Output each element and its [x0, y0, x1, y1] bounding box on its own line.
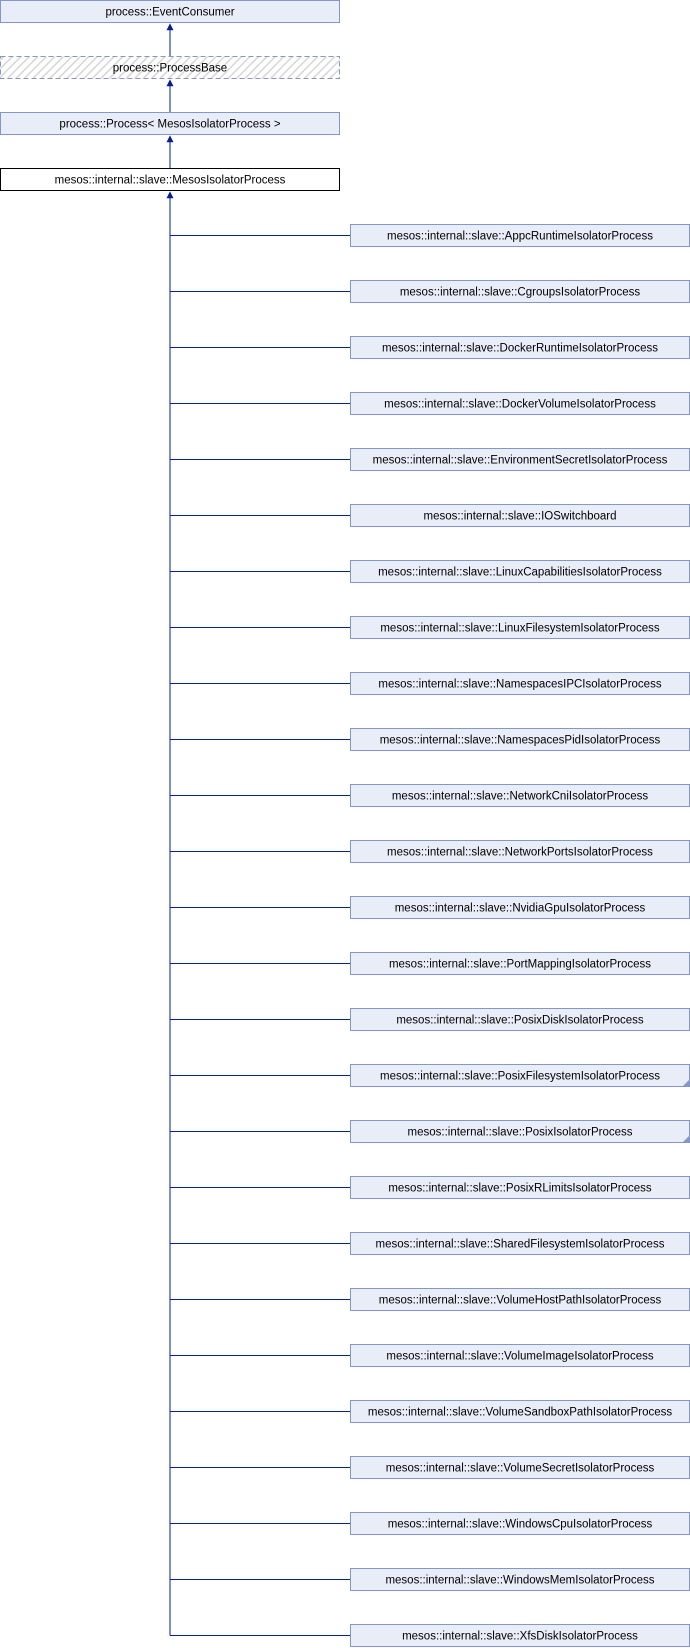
derived-node-label: mesos::internal::slave::WindowsMemIsolat… [385, 1575, 654, 1587]
derived-node-label: mesos::internal::slave::NetworkPortsIsol… [387, 847, 653, 859]
derived-node-label: mesos::internal::slave::NetworkCniIsolat… [392, 791, 649, 803]
derived-node[interactable]: mesos::internal::slave::EnvironmentSecre… [350, 448, 690, 471]
derived-node[interactable]: mesos::internal::slave::AppcRuntimeIsola… [350, 224, 690, 247]
derived-node-label: mesos::internal::slave::PosixFilesystemI… [380, 1071, 660, 1083]
node-process-base-label: process::ProcessBase [113, 63, 227, 75]
derived-classes: mesos::internal::slave::AppcRuntimeIsola… [350, 224, 690, 1647]
derived-node[interactable]: mesos::internal::slave::PortMappingIsola… [350, 952, 690, 975]
derived-node-label: mesos::internal::slave::VolumeSandboxPat… [368, 1407, 673, 1419]
derived-node-label: mesos::internal::slave::PortMappingIsola… [389, 959, 651, 971]
derived-node[interactable]: mesos::internal::slave::VolumeImageIsola… [350, 1344, 690, 1367]
derived-node-label: mesos::internal::slave::CgroupsIsolatorP… [400, 287, 641, 299]
derived-node-label: mesos::internal::slave::DockerVolumeIsol… [384, 399, 656, 411]
node-mesos-isolator-process-label: mesos::internal::slave::MesosIsolatorPro… [55, 175, 286, 187]
derived-node[interactable]: mesos::internal::slave::NamespacesPidIso… [350, 728, 690, 751]
derived-node-label: mesos::internal::slave::PosixRLimitsIsol… [388, 1183, 652, 1195]
node-event-consumer-label: process::EventConsumer [105, 7, 234, 19]
node-process-template[interactable]: process::Process< MesosIsolatorProcess > [0, 112, 340, 135]
derived-node-label: mesos::internal::slave::NamespacesPidIso… [380, 735, 661, 747]
derived-node-label: mesos::internal::slave::AppcRuntimeIsola… [387, 231, 653, 243]
derived-node[interactable]: mesos::internal::slave::SharedFilesystem… [350, 1232, 690, 1255]
node-event-consumer[interactable]: process::EventConsumer [0, 0, 340, 23]
derived-node-label: mesos::internal::slave::SharedFilesystem… [376, 1239, 665, 1251]
derived-node[interactable]: mesos::internal::slave::VolumeSecretIsol… [350, 1456, 690, 1479]
derived-node-label: mesos::internal::slave::LinuxCapabilitie… [378, 567, 662, 579]
derived-node[interactable]: mesos::internal::slave::NamespacesIPCIso… [350, 672, 690, 695]
derived-node-label: mesos::internal::slave::PosixDiskIsolato… [396, 1015, 644, 1027]
inheritance-edges [166, 23, 351, 1636]
derived-node[interactable]: mesos::internal::slave::DockerVolumeIsol… [350, 392, 690, 415]
derived-node[interactable]: mesos::internal::slave::WindowsCpuIsolat… [350, 1512, 690, 1535]
derived-node-label: mesos::internal::slave::XfsDiskIsolatorP… [402, 1631, 638, 1643]
derived-node[interactable]: mesos::internal::slave::VolumeHostPathIs… [350, 1288, 690, 1311]
derived-node[interactable]: mesos::internal::slave::PosixRLimitsIsol… [350, 1176, 690, 1199]
node-process-template-label: process::Process< MesosIsolatorProcess > [59, 119, 280, 131]
derived-node[interactable]: mesos::internal::slave::LinuxFilesystemI… [350, 616, 690, 639]
derived-node[interactable]: mesos::internal::slave::DockerRuntimeIso… [350, 336, 690, 359]
derived-node[interactable]: mesos::internal::slave::CgroupsIsolatorP… [350, 280, 690, 303]
truncated-marker-icon [682, 1079, 690, 1087]
derived-node[interactable]: mesos::internal::slave::NvidiaGpuIsolato… [350, 896, 690, 919]
node-event-consumer-box [0, 0, 340, 23]
node-process-template-box [0, 112, 340, 135]
derived-node-label: mesos::internal::slave::EnvironmentSecre… [373, 455, 668, 467]
derived-node-label: mesos::internal::slave::VolumeSecretIsol… [386, 1463, 655, 1475]
derived-node[interactable]: mesos::internal::slave::IOSwitchboard [350, 504, 690, 527]
derived-node-label: mesos::internal::slave::LinuxFilesystemI… [380, 623, 660, 635]
derived-node[interactable]: mesos::internal::slave::NetworkPortsIsol… [350, 840, 690, 863]
node-mesos-isolator-process-box [0, 168, 340, 191]
derived-node-label: mesos::internal::slave::DockerRuntimeIso… [382, 343, 658, 355]
derived-node-label: mesos::internal::slave::VolumeImageIsola… [386, 1351, 653, 1363]
derived-node-label: mesos::internal::slave::NvidiaGpuIsolato… [395, 903, 646, 915]
derived-node[interactable]: mesos::internal::slave::NetworkCniIsolat… [350, 784, 690, 807]
derived-node[interactable]: mesos::internal::slave::LinuxCapabilitie… [350, 560, 690, 583]
node-process-base-box [0, 56, 340, 79]
derived-node-label: mesos::internal::slave::VolumeHostPathIs… [379, 1295, 662, 1307]
derived-node[interactable]: mesos::internal::slave::XfsDiskIsolatorP… [350, 1624, 690, 1647]
derived-node[interactable]: mesos::internal::slave::PosixFilesystemI… [350, 1064, 690, 1087]
derived-node[interactable]: mesos::internal::slave::VolumeSandboxPat… [350, 1400, 690, 1423]
node-process-base[interactable]: process::ProcessBase [0, 56, 340, 79]
derived-node-label: mesos::internal::slave::IOSwitchboard [423, 511, 616, 523]
derived-node[interactable]: mesos::internal::slave::PosixIsolatorPro… [350, 1120, 690, 1143]
derived-node-label: mesos::internal::slave::NamespacesIPCIso… [378, 679, 661, 691]
node-mesos-isolator-process: mesos::internal::slave::MesosIsolatorPro… [0, 168, 340, 191]
derived-node-label: mesos::internal::slave::WindowsCpuIsolat… [388, 1519, 653, 1531]
derived-node[interactable]: mesos::internal::slave::WindowsMemIsolat… [350, 1568, 690, 1591]
derived-node-label: mesos::internal::slave::PosixIsolatorPro… [408, 1127, 633, 1139]
truncated-marker-icon [682, 1135, 690, 1143]
derived-node[interactable]: mesos::internal::slave::PosixDiskIsolato… [350, 1008, 690, 1031]
